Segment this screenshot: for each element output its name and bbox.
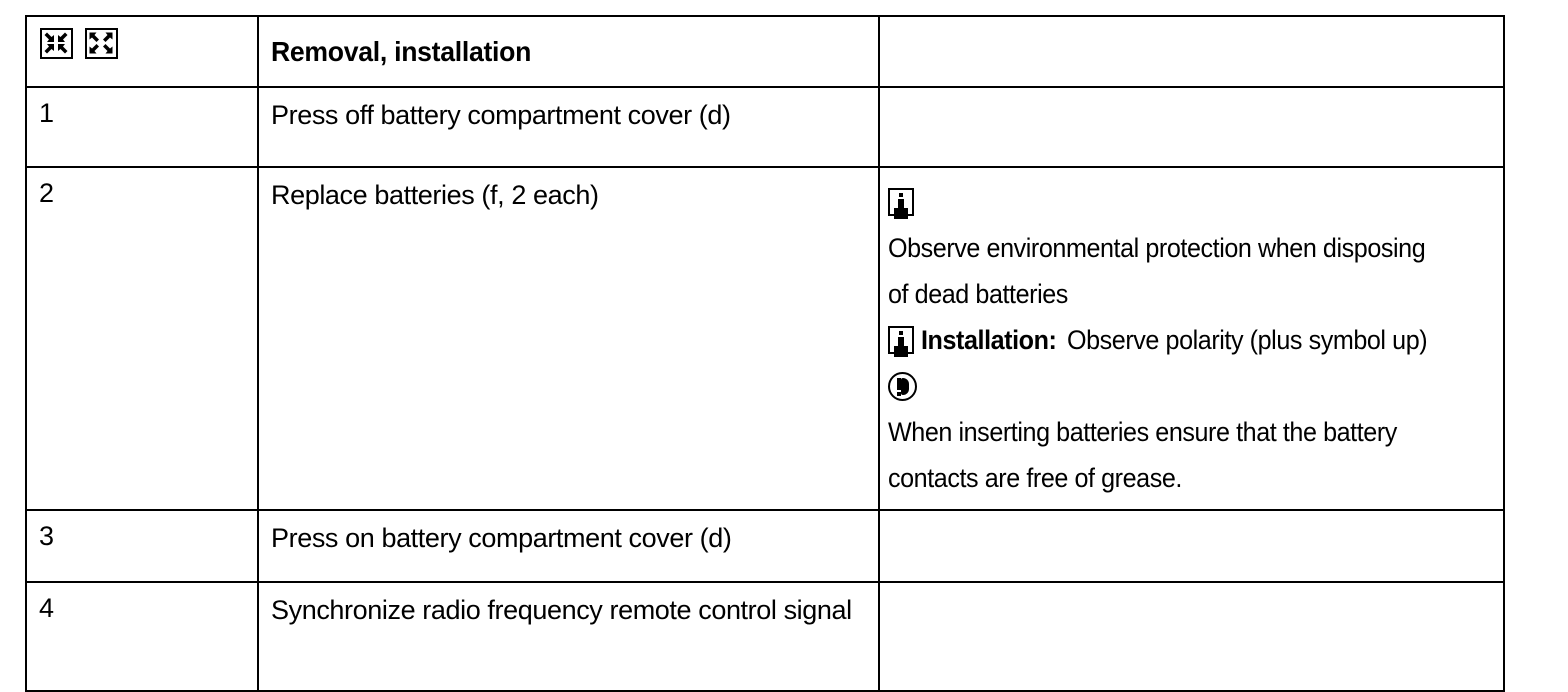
table-row: 1 Press off battery compartment cover (d… [25,86,1505,168]
table-header-row: Removal, installation [25,15,1505,88]
table-row: 2 Replace batteries (f, 2 each) Observe … [25,166,1505,511]
step-number-cell: 2 [25,166,259,511]
installation-icon [85,28,118,59]
step-number: 4 [39,593,54,623]
step-number: 2 [39,178,54,208]
step-number-cell: 1 [25,86,259,168]
document-page: Removal, installation 1 [0,0,1568,662]
step-notes-cell [878,509,1505,583]
header-cell-notes [878,15,1505,88]
step-action-text: Press on battery compartment cover (d) [271,523,732,553]
header-cell-title: Removal, installation [257,15,880,88]
note-item: Observe environmental protection when di… [888,179,1493,317]
info-icon [888,188,914,216]
table-row: 4 Synchronize radio frequency remote con… [25,581,1505,692]
step-notes-cell [878,581,1505,692]
step-action-cell: Press on battery compartment cover (d) [257,509,880,583]
notes-list: Observe environmental protection when di… [880,168,1503,509]
step-action-text: Replace batteries (f, 2 each) [271,180,599,210]
step-notes-cell [878,86,1505,168]
note-text: When inserting batteries ensure that the… [888,417,1397,493]
table-row: 3 Press on battery compartment cover (d) [25,509,1505,583]
step-notes-cell: Observe environmental protection when di… [878,166,1505,511]
step-number: 3 [39,521,54,551]
step-number: 1 [39,98,54,128]
header-icon-group [27,17,257,59]
note-item: Installation: Observe polarity (plus sym… [888,317,1493,363]
removal-icon [40,28,73,59]
procedure-table: Removal, installation 1 [25,15,1505,692]
step-number-cell: 4 [25,581,259,692]
step-action-text: Press off battery compartment cover (d) [271,100,731,130]
step-action-cell: Synchronize radio frequency remote contr… [257,581,880,692]
caution-icon [888,372,917,401]
note-text: Observe polarity (plus symbol up) [1066,325,1428,355]
step-action-text: Synchronize radio frequency remote contr… [271,595,852,625]
note-item: When inserting batteries ensure that the… [888,363,1493,501]
info-icon [888,326,914,354]
note-bold-prefix: Installation: [921,325,1057,355]
note-text: Observe environmental protection when di… [888,233,1426,309]
header-cell-icons [25,15,259,88]
page-title: Removal, installation [271,35,532,67]
step-action-cell: Press off battery compartment cover (d) [257,86,880,168]
step-number-cell: 3 [25,509,259,583]
step-action-cell: Replace batteries (f, 2 each) [257,166,880,511]
